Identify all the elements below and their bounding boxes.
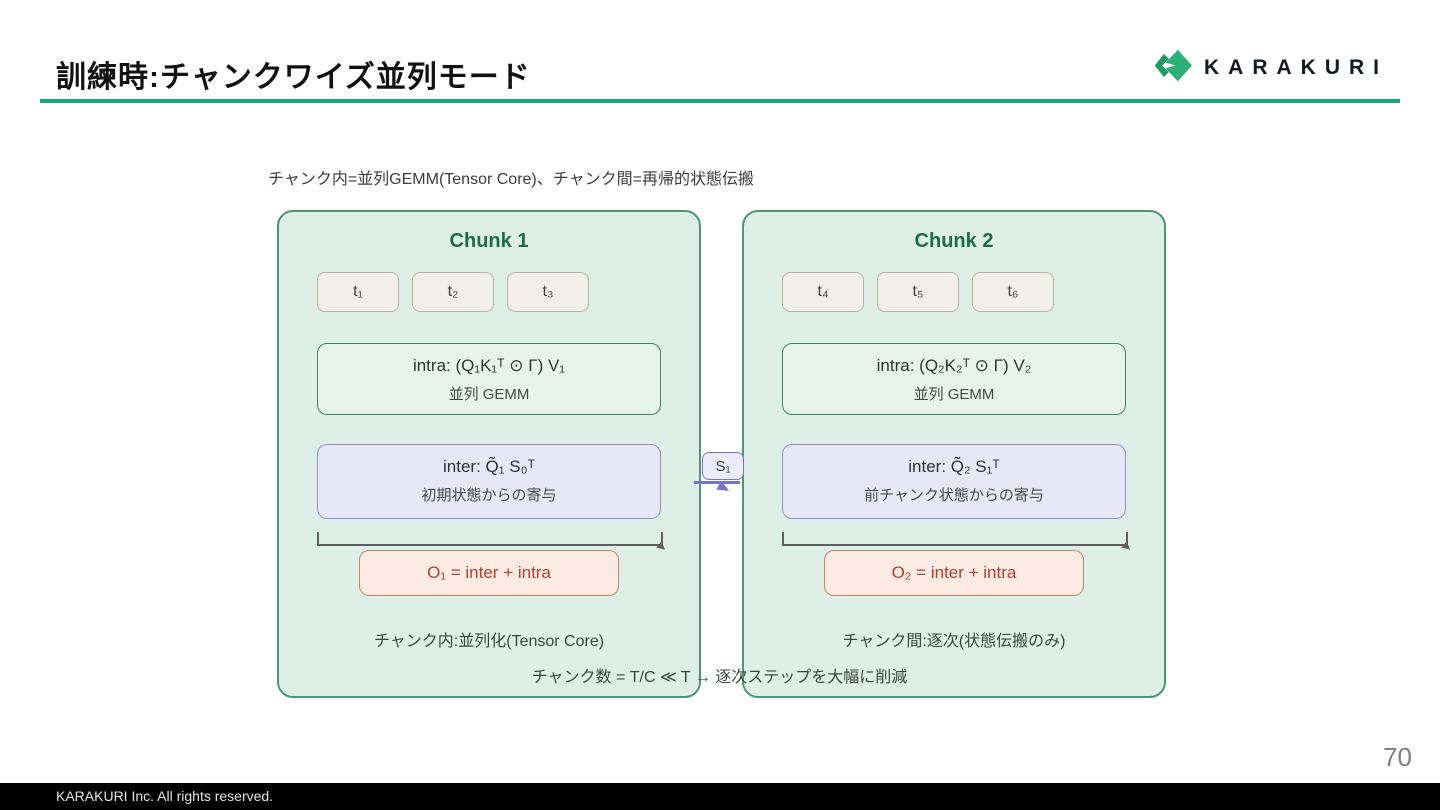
- intra-label: 並列 GEMM: [913, 386, 995, 403]
- chunk-1-intra-box: intra: (Q₁K₁ᵀ ⊙ Γ) V₁ 並列 GEMM: [317, 343, 661, 415]
- sum-bracket: [317, 532, 663, 546]
- sum-bracket: [782, 532, 1128, 546]
- chunk-2-timestep-row: t₄ t₅ t₆: [782, 272, 1054, 312]
- title-underline: [40, 99, 1400, 103]
- intra-label: 並列 GEMM: [448, 386, 530, 403]
- chunk-1-caption: チャンク内:並列化(Tensor Core): [373, 633, 605, 650]
- chunk-2-inter-box: inter: Q̃₂ S₁ᵀ 前チャンク状態からの寄与: [782, 444, 1126, 519]
- diagram-caption: チャンク内=並列GEMM(Tensor Core)、チャンク間=再帰的状態伝搬: [268, 171, 754, 188]
- timestep-box: t₂: [412, 272, 494, 312]
- timestep-box: t₁: [317, 272, 399, 312]
- timestep-box: t₅: [877, 272, 959, 312]
- page-title: 訓練時:チャンクワイズ並列モード: [56, 61, 531, 94]
- chunk-2-caption: チャンク間:逐次(状態伝搬のみ): [842, 633, 1066, 650]
- chunk-1-container: Chunk 1 t₁ t₂ t₃ intra: (Q₁K₁ᵀ ⊙ Γ) V₁ 並…: [277, 210, 701, 698]
- chunk-2-intra-box: intra: (Q₂K₂ᵀ ⊙ Γ) V₂ 並列 GEMM: [782, 343, 1126, 415]
- chunk-1-output-box: O₁ = inter + intra: [359, 550, 619, 596]
- timestep-box: t₃: [507, 272, 589, 312]
- page-number: 70: [1383, 742, 1412, 772]
- karakuri-logo-text: KARAKURI: [1204, 56, 1388, 79]
- intra-formula: intra: (Q₁K₁ᵀ ⊙ Γ) V₁: [412, 356, 566, 375]
- state-transfer-arrow-line: [694, 481, 740, 484]
- inter-label: 前チャンク状態からの寄与: [864, 487, 1044, 504]
- footer-bar: KARAKURI Inc. All rights reserved.: [0, 783, 1440, 810]
- intra-formula: intra: (Q₂K₂ᵀ ⊙ Γ) V₂: [876, 356, 1032, 375]
- state-transfer-label: S₁: [702, 452, 744, 480]
- karakuri-logo: KARAKURI: [1154, 48, 1388, 88]
- inter-label: 初期状態からの寄与: [421, 487, 557, 504]
- timestep-box: t₆: [972, 272, 1054, 312]
- footer-copyright: KARAKURI Inc. All rights reserved.: [56, 788, 274, 804]
- chunk-1-timestep-row: t₁ t₂ t₃: [317, 272, 589, 312]
- chunk-1-inter-box: inter: Q̃₁ S₀ᵀ 初期状態からの寄与: [317, 444, 661, 519]
- inter-formula: inter: Q̃₁ S₀ᵀ: [443, 457, 535, 476]
- timestep-box: t₄: [782, 272, 864, 312]
- diagram-bottom-note: チャンク数 = T/C ≪ T → 逐次ステップを大幅に削減: [531, 669, 908, 686]
- inter-formula: inter: Q̃₂ S₁ᵀ: [908, 457, 1000, 476]
- chunk-1-title: Chunk 1: [449, 230, 529, 252]
- chunk-2-title: Chunk 2: [914, 230, 994, 252]
- karakuri-logo-icon: [1154, 48, 1192, 88]
- chunk-2-output-box: O₂ = inter + intra: [824, 550, 1084, 596]
- chunk-2-container: Chunk 2 t₄ t₅ t₆ intra: (Q₂K₂ᵀ ⊙ Γ) V₂ 並…: [742, 210, 1166, 698]
